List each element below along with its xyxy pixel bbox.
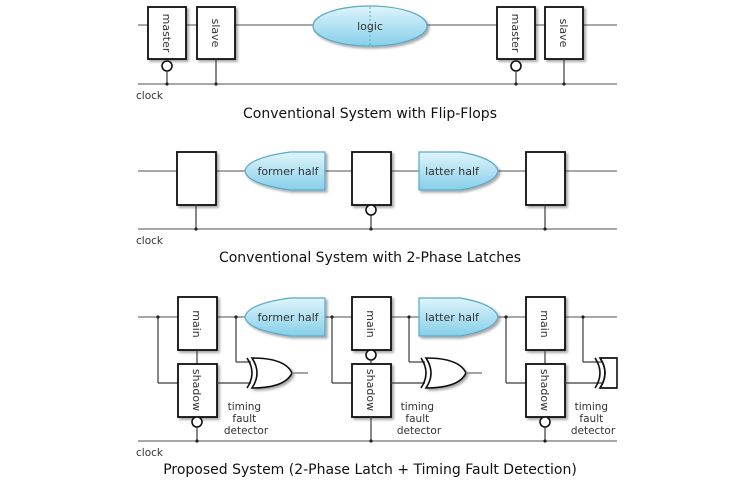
former-half-shape bbox=[244, 297, 326, 337]
master-label: master bbox=[509, 14, 522, 53]
detector-label: timing fault detector bbox=[571, 401, 616, 437]
junction-dot bbox=[543, 227, 547, 231]
shadow-latch bbox=[351, 363, 392, 418]
former-half-shape bbox=[244, 151, 326, 191]
junction-dot bbox=[369, 439, 373, 443]
main-latch bbox=[525, 296, 566, 351]
junction-dot bbox=[194, 227, 198, 231]
junction-dot bbox=[214, 82, 218, 86]
master-latch bbox=[496, 6, 536, 60]
junction-dot bbox=[195, 439, 199, 443]
junction-dot bbox=[156, 315, 160, 319]
main-label: main bbox=[190, 310, 203, 338]
latter-half-label: latter half bbox=[425, 311, 480, 324]
shadow-label: shadow bbox=[364, 369, 377, 411]
clock-label: clock bbox=[136, 447, 164, 459]
latch-3 bbox=[525, 151, 566, 206]
junction-dot bbox=[407, 315, 411, 319]
junction-dot bbox=[543, 439, 547, 443]
logic-block: logic bbox=[312, 5, 428, 47]
section-title: Proposed System (2-Phase Latch + Timing … bbox=[163, 462, 577, 478]
latter-half-block: latter half bbox=[418, 151, 499, 191]
former-half-label: former half bbox=[257, 311, 319, 324]
stage-1: main shadow timing fault detector bbox=[156, 296, 308, 443]
clock-label: clock bbox=[136, 90, 164, 102]
main-label: main bbox=[364, 310, 377, 338]
xor-gate-arc bbox=[599, 357, 606, 389]
inverter-bubble-icon bbox=[539, 416, 551, 428]
latter-half-block: latter half bbox=[418, 297, 499, 337]
xor-gate-arc bbox=[420, 357, 427, 389]
main-latch bbox=[351, 296, 392, 351]
clock-label: clock bbox=[136, 235, 164, 247]
section-flip-flops: master slave logic master slave clock Co… bbox=[136, 5, 617, 122]
shadow-label: shadow bbox=[538, 369, 551, 411]
junction-dot bbox=[165, 82, 169, 86]
flip-flop-1: master slave bbox=[147, 6, 236, 86]
xor-gate-arc bbox=[594, 357, 601, 389]
latch-1 bbox=[176, 151, 217, 206]
inverter-bubble-icon bbox=[365, 204, 377, 216]
slave-latch bbox=[196, 6, 236, 60]
logic-ellipse bbox=[312, 5, 428, 47]
latter-half-label: latter half bbox=[425, 165, 480, 178]
xor-gate-icon bbox=[424, 357, 467, 389]
junction-dot bbox=[562, 82, 566, 86]
junction-dot bbox=[514, 82, 518, 86]
main-label: main bbox=[538, 310, 551, 338]
junction-dot bbox=[234, 315, 238, 319]
inverter-bubble-icon bbox=[161, 60, 173, 72]
latter-half-shape bbox=[418, 151, 499, 191]
inverter-bubble-icon bbox=[510, 60, 522, 72]
master-label: master bbox=[160, 14, 173, 53]
latter-half-shape bbox=[418, 297, 499, 337]
stage-2: main shadow timing fault detector bbox=[330, 296, 482, 443]
slave-label: slave bbox=[209, 19, 222, 48]
flip-flop-2: master slave bbox=[496, 6, 584, 86]
detector-label: timing fault detector bbox=[224, 401, 269, 437]
xor-gate-arc bbox=[246, 357, 253, 389]
logic-label: logic bbox=[357, 20, 383, 33]
junction-dot bbox=[504, 315, 508, 319]
former-half-block: former half bbox=[244, 297, 326, 337]
latch-2 bbox=[351, 151, 392, 206]
section-2-phase-latches: former half latter half clock Convention… bbox=[136, 151, 617, 266]
stage-3: main shadow timing fault detector bbox=[504, 296, 618, 443]
slave-label: slave bbox=[557, 19, 570, 48]
former-half-label: former half bbox=[257, 165, 319, 178]
shadow-label: shadow bbox=[190, 369, 203, 411]
junction-dot bbox=[330, 315, 334, 319]
junction-dot bbox=[581, 315, 585, 319]
inverter-bubble-icon bbox=[191, 416, 203, 428]
inverter-bubble-icon bbox=[365, 349, 377, 361]
xor-gate-icon bbox=[250, 357, 293, 389]
section-title: Conventional System with 2-Phase Latches bbox=[219, 250, 521, 266]
section-proposed: main shadow timing fault detector former… bbox=[136, 296, 618, 478]
junction-dot bbox=[369, 227, 373, 231]
former-half-block: former half bbox=[244, 151, 326, 191]
detector-label: timing fault detector bbox=[397, 401, 442, 437]
master-latch bbox=[147, 6, 187, 60]
section-title: Conventional System with Flip-Flops bbox=[243, 106, 497, 122]
